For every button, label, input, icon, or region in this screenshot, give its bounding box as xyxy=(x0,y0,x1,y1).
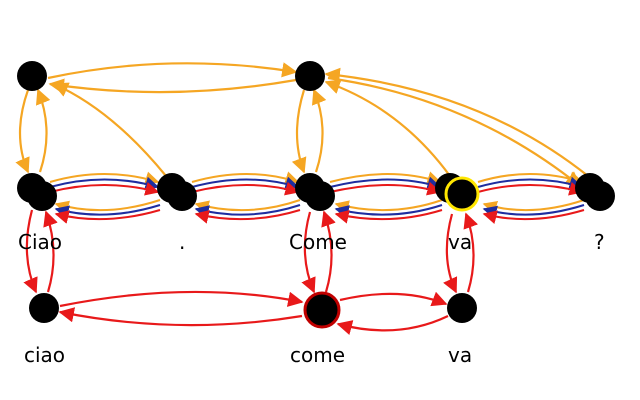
edge-come-to-top-mid xyxy=(311,88,327,173)
label-va-lower: va xyxy=(448,343,472,367)
edge-come-to-va-lower xyxy=(339,291,448,307)
label-va: va xyxy=(448,230,472,254)
lower-labels: ciao come va xyxy=(24,343,472,367)
edge-come-va-orange xyxy=(329,171,442,185)
edge-va-to-top-mid xyxy=(324,79,451,177)
token-chain-edges xyxy=(49,171,585,224)
edge-Come-to-come xyxy=(301,211,316,294)
edge-dot-come-red xyxy=(191,181,300,196)
node-come-token xyxy=(295,173,335,211)
node-dot-token xyxy=(157,173,197,211)
edge-ciao-to-Ciao xyxy=(43,210,58,293)
label-question: ? xyxy=(594,230,605,254)
edge-q-to-top-mid xyxy=(324,67,589,177)
edge-dot-come-orange xyxy=(191,171,300,185)
label-ciao: ciao xyxy=(24,343,65,367)
edge-Ciao-to-ciao xyxy=(23,209,38,294)
token-labels: Ciao . Come va ? xyxy=(18,230,605,254)
edge-top-mid-to-q xyxy=(327,76,582,187)
node-ciao-token xyxy=(17,173,57,211)
node-ciao-lower xyxy=(29,293,59,323)
label-come: come xyxy=(290,343,345,367)
edge-come-va-red xyxy=(329,181,442,196)
edge-ciao-dot-orange xyxy=(49,171,160,186)
nodes xyxy=(17,61,615,329)
edge-q-va-red xyxy=(482,209,585,224)
node-va-token xyxy=(435,173,480,212)
label-Come: Come xyxy=(289,230,347,254)
edge-come-to-ciao xyxy=(58,307,303,327)
edge-top-mid-to-come xyxy=(291,89,307,174)
edge-dot-to-top-left xyxy=(52,82,167,177)
edge-dot-ciao-red xyxy=(54,209,161,224)
orange-edges xyxy=(15,62,589,187)
edge-top-left-to-ciao xyxy=(15,89,30,174)
label-Ciao: Ciao xyxy=(18,230,62,254)
node-question-token xyxy=(575,173,615,211)
edge-come-to-Come xyxy=(321,210,336,293)
node-come-lower xyxy=(303,291,341,329)
node-top-left xyxy=(17,61,47,91)
label-dot: . xyxy=(179,230,185,254)
edge-come-dot-red xyxy=(194,209,301,224)
edge-ciao-dot-red xyxy=(49,182,160,196)
edge-top-left-to-top-mid xyxy=(47,62,298,80)
edge-va-q-red xyxy=(477,181,584,196)
edge-ciao-to-top-left xyxy=(35,88,51,173)
edge-va-come-red xyxy=(334,209,443,224)
edge-va-to-va-lower xyxy=(443,213,458,294)
edge-top-mid-to-top-left xyxy=(48,78,297,94)
edge-va-lower-to-come xyxy=(336,315,449,336)
edge-ciao-to-come xyxy=(59,290,304,308)
node-top-mid xyxy=(295,61,325,91)
node-va-lower xyxy=(447,293,477,323)
red-edges xyxy=(23,209,479,336)
edge-va-lower-to-va xyxy=(463,212,479,293)
